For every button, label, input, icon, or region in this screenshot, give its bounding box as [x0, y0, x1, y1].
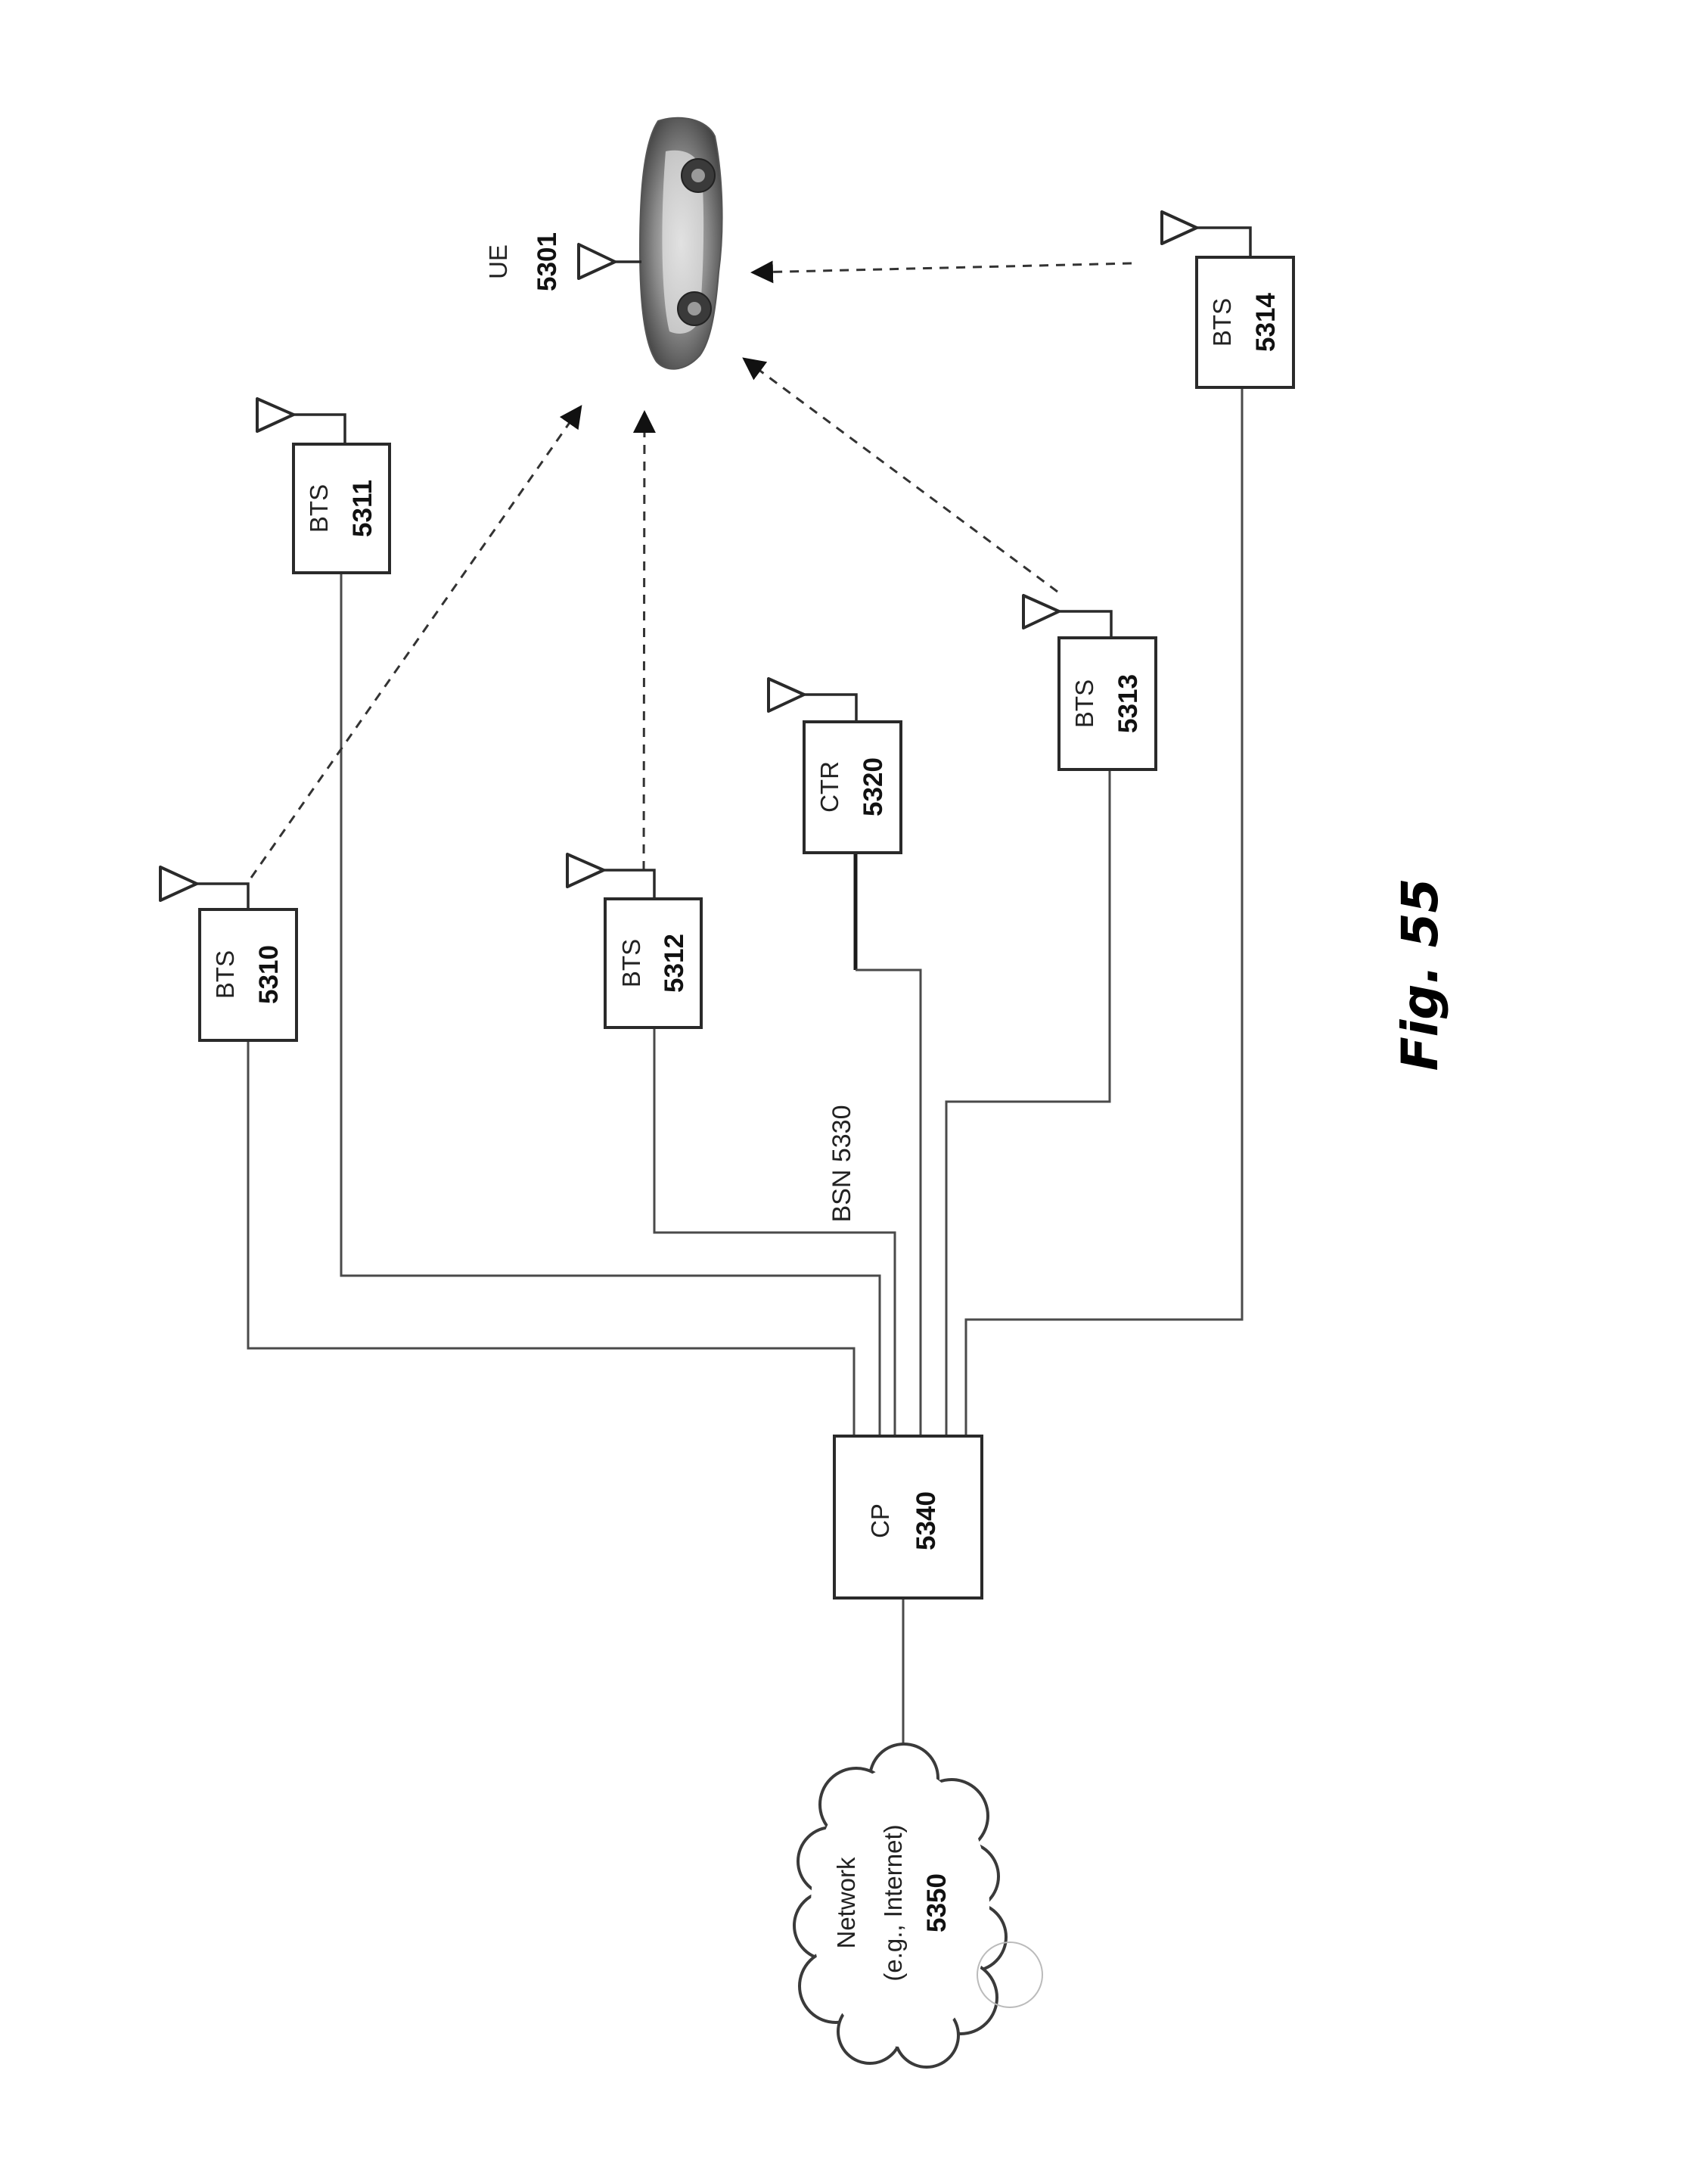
bts-5312-label: BTS: [617, 939, 645, 987]
link-bts-5312-cp: [654, 1027, 895, 1436]
bts-5313-number: 5313: [1113, 674, 1143, 733]
wired-links: [248, 387, 1242, 1754]
ctr-5320-label: CTR: [815, 761, 843, 813]
cp-5340-number: 5340: [911, 1491, 941, 1550]
cp-5340-label: CP: [866, 1503, 894, 1538]
bts-5314: BTS 5314: [1162, 212, 1293, 387]
bts-5311-label: BTS: [305, 484, 333, 533]
network-5350: Network (e.g., Internet) 5350: [794, 1744, 1042, 2067]
ue-5301: UE 5301: [484, 118, 722, 369]
ctr-5320-number: 5320: [859, 757, 888, 816]
link-bts-5313-cp: [946, 769, 1110, 1436]
ue-antenna-icon: [579, 244, 641, 278]
network-line1: Network: [832, 1857, 860, 1949]
wireless-link-bts-5313-ue: [746, 360, 1057, 592]
antenna-icon: [1162, 212, 1250, 257]
car-icon: [640, 118, 722, 369]
bts-5314-number: 5314: [1251, 293, 1281, 352]
bts-5312: BTS 5312: [567, 854, 701, 1027]
bts-5314-label: BTS: [1208, 298, 1236, 347]
bts-5312-number: 5312: [660, 934, 689, 993]
bsn-5330-label: BSN 5330: [828, 1105, 856, 1223]
ue-label: UE: [484, 244, 512, 279]
bts-5310: BTS 5310: [160, 867, 297, 1040]
wireless-link-bts-5314-ue: [755, 263, 1132, 272]
bts-5313-label: BTS: [1070, 679, 1098, 728]
bts-5311-number: 5311: [348, 480, 377, 537]
antenna-icon: [257, 399, 345, 444]
network-number: 5350: [922, 1873, 952, 1932]
cp-5340: CP 5340: [834, 1436, 982, 1598]
bts-5313: BTS 5313: [1023, 595, 1156, 769]
antenna-icon: [160, 867, 248, 909]
antenna-icon: [769, 679, 856, 722]
ue-number: 5301: [533, 232, 562, 291]
link-bts-5314-cp: [966, 387, 1242, 1436]
bts-5310-number: 5310: [254, 945, 284, 1004]
figure-caption: Fig. 55: [1391, 878, 1449, 1071]
link-bts-5310-cp: [248, 1040, 854, 1436]
link-ctr-5320-cp-lower: [856, 970, 921, 1436]
bts-5311: BTS 5311: [257, 399, 390, 573]
network-line2: (e.g., Internet): [879, 1824, 907, 1981]
bts-5310-label: BTS: [211, 950, 239, 999]
ctr-5320: CTR 5320: [769, 679, 901, 853]
antenna-icon: [567, 854, 654, 899]
antenna-icon: [1023, 595, 1111, 638]
